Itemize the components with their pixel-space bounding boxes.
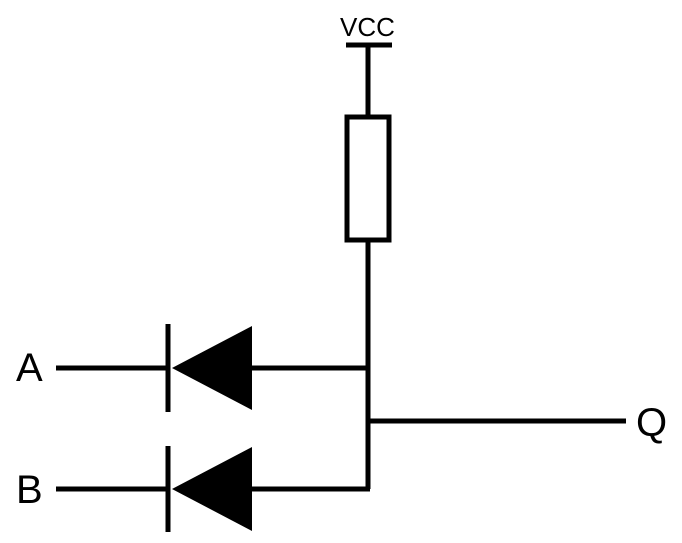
output-q-label: Q xyxy=(636,401,667,445)
pull-up-resistor xyxy=(344,114,392,243)
input-b-label: B xyxy=(16,468,43,512)
input-a-label: A xyxy=(16,346,43,390)
diode-a-symbol xyxy=(172,326,252,410)
diode-b-symbol xyxy=(172,447,252,531)
vcc-label: VCC xyxy=(340,12,395,42)
